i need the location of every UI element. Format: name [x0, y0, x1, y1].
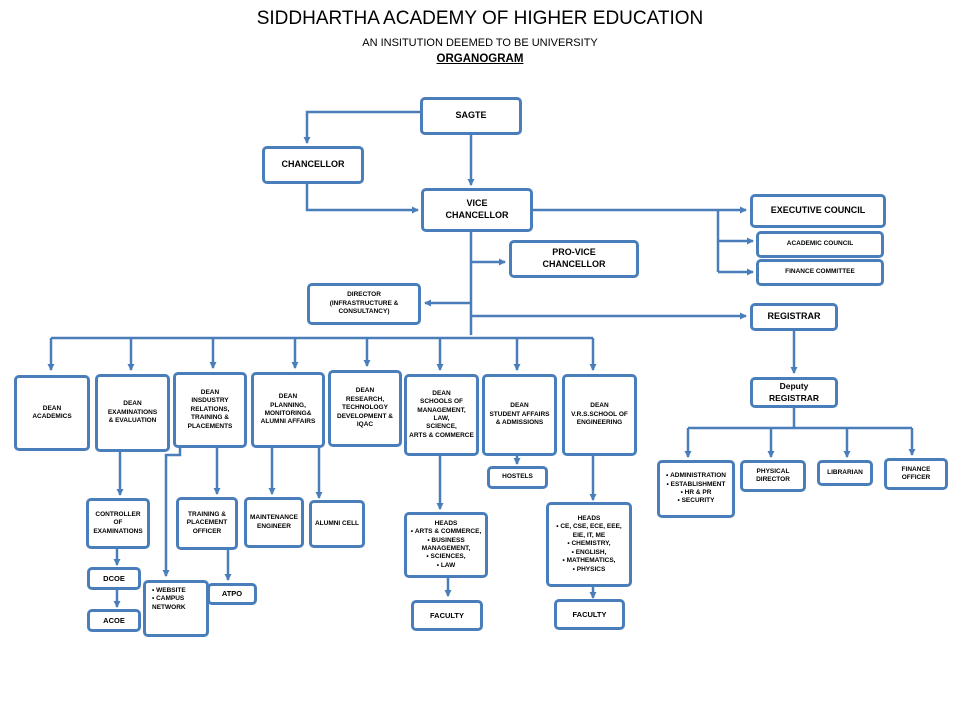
dean-schools-label: DEAN SCHOOLS OF MANAGEMENT, LAW, SCIENCE…	[409, 389, 474, 439]
vice-chancellor-label: VICE CHANCELLOR	[445, 198, 509, 220]
dean-examinations-label: DEAN EXAMINATIONS & EVALUATION	[107, 400, 158, 425]
dean-student-affairs-box: DEAN STUDENT AFFAIRS & ADMISSIONS	[482, 374, 557, 456]
page-title: SIDDHARTHA ACADEMY OF HIGHER EDUCATION	[256, 8, 704, 29]
sagte-label: SAGTE	[455, 110, 487, 121]
administration-item: SECURITY	[666, 497, 726, 505]
registrar-label: REGISTRAR	[767, 311, 821, 322]
campus-network-item: CAMPUS NETWORK	[152, 595, 202, 612]
heads-engineering-box: HEADS CE, CSE, ECE, EEE, EIE, IT, ME CHE…	[546, 502, 632, 587]
faculty-engineering-box: FACULTY	[554, 599, 625, 630]
pro-vice-chancellor-box: PRO-VICE CHANCELLOR	[509, 240, 639, 278]
website-network-list: WEBSITE CAMPUS NETWORK	[152, 587, 202, 612]
administration-box: ADMINISTRATION ESTABLISHMENT HR & PR SEC…	[657, 460, 735, 518]
acoe-box: ACOE	[87, 609, 141, 632]
dean-vrs-engineering-box: DEAN V.R.S.SCHOOL OF ENGINEERING	[562, 374, 637, 456]
heads-schools-list: ARTS & COMMERCE, BUSINESS MANAGEMENT, SC…	[409, 528, 483, 570]
heads-engineering-departments: CE, CSE, ECE, EEE, EIE, IT, ME	[556, 523, 621, 540]
vice-chancellor-box: VICE CHANCELLOR	[421, 188, 533, 232]
dean-planning-box: DEAN PLANNING, MONITORING& ALUMNI AFFAIR…	[251, 372, 325, 448]
dean-examinations-box: DEAN EXAMINATIONS & EVALUATION	[95, 374, 170, 452]
dean-academics-label: DEAN ACADEMICS	[32, 404, 72, 420]
heads-schools-item: SCIENCES,	[409, 553, 483, 561]
heads-schools-item: BUSINESS MANAGEMENT,	[409, 537, 483, 554]
website-network-box: WEBSITE CAMPUS NETWORK	[143, 580, 209, 637]
finance-officer-label: FINANCE OFFICER	[901, 465, 931, 481]
training-placement-officer-box: TRAINING & PLACEMENT OFFICER	[176, 497, 238, 550]
page-subtitle: AN INSITUTION DEEMED TO BE UNIVERSITY	[362, 37, 598, 49]
pro-vice-chancellor-label: PRO-VICE CHANCELLOR	[542, 247, 606, 269]
dcoe-box: DCOE	[87, 567, 141, 590]
sagte-box: SAGTE	[420, 97, 522, 135]
administration-item: HR & PR	[666, 489, 726, 497]
heads-schools-item: LAW	[409, 562, 483, 570]
website-item: WEBSITE	[152, 587, 202, 595]
executive-council-label: EXECUTIVE COUNCIL	[770, 205, 866, 216]
deputy-registrar-box: Deputy REGISTRAR	[750, 377, 838, 408]
chancellor-box: CHANCELLOR	[262, 146, 364, 184]
heads-engineering-list: CE, CSE, ECE, EEE, EIE, IT, ME CHEMISTRY…	[556, 523, 622, 574]
atpo-label: ATPO	[221, 589, 243, 599]
acoe-label: ACOE	[103, 615, 125, 625]
faculty-engineering-label: FACULTY	[572, 609, 607, 619]
physical-director-label: PHYSICAL DIRECTOR	[756, 467, 790, 483]
dean-industry-relations-label: DEAN INSDUSTRY RELATIONS, TRAINING & PLA…	[187, 388, 233, 430]
heads-engineering-title: HEADS	[577, 514, 601, 522]
heads-engineering-item: PHYSICS	[556, 566, 622, 574]
atpo-box: ATPO	[207, 583, 257, 605]
alumni-cell-box: ALUMNI CELL	[309, 500, 365, 548]
physical-director-box: PHYSICAL DIRECTOR	[740, 460, 806, 492]
administration-list: ADMINISTRATION ESTABLISHMENT HR & PR SEC…	[666, 472, 726, 506]
dean-academics-box: DEAN ACADEMICS	[14, 375, 90, 451]
dean-research-label: DEAN RESEARCH, TECHNOLOGY DEVELOPMENT & …	[337, 387, 393, 429]
heads-engineering-item: CHEMISTRY,	[556, 540, 622, 548]
academic-council-label: ACADEMIC COUNCIL	[786, 240, 854, 248]
registrar-box: REGISTRAR	[750, 303, 838, 331]
controller-of-examinations-box: CONTROLLER OF EXAMINATIONS	[86, 498, 150, 549]
heads-engineering-item: ENGLISH,	[556, 549, 622, 557]
maintenance-engineer-box: MAINTENANCE ENGINEER	[244, 497, 304, 548]
organogram-label: ORGANOGRAM	[436, 53, 524, 65]
dean-industry-relations-box: DEAN INSDUSTRY RELATIONS, TRAINING & PLA…	[173, 372, 247, 448]
finance-committee-box: FINANCE COMMITTEE	[756, 259, 884, 286]
dcoe-label: DCOE	[103, 573, 125, 583]
executive-council-box: EXECUTIVE COUNCIL	[750, 194, 886, 228]
administration-item: ADMINISTRATION	[666, 472, 726, 480]
faculty-schools-label: FACULTY	[429, 610, 465, 620]
director-infrastructure-label: DIRECTOR (INFRASTRUCTURE & CONSULTANCY)	[329, 291, 399, 316]
dean-schools-box: DEAN SCHOOLS OF MANAGEMENT, LAW, SCIENCE…	[404, 374, 479, 456]
maintenance-engineer-label: MAINTENANCE ENGINEER	[249, 514, 299, 530]
dean-vrs-engineering-label: DEAN V.R.S.SCHOOL OF ENGINEERING	[571, 402, 628, 427]
hostels-label: HOSTELS	[502, 473, 533, 481]
faculty-schools-box: FACULTY	[411, 600, 483, 631]
finance-officer-box: FINANCE OFFICER	[884, 458, 948, 490]
heads-engineering-item: MATHEMATICS,	[556, 557, 622, 565]
heads-schools-box: HEADS ARTS & COMMERCE, BUSINESS MANAGEME…	[404, 512, 488, 578]
heads-schools-item: ARTS & COMMERCE,	[409, 528, 483, 536]
dean-research-box: DEAN RESEARCH, TECHNOLOGY DEVELOPMENT & …	[328, 370, 402, 447]
director-infrastructure-box: DIRECTOR (INFRASTRUCTURE & CONSULTANCY)	[307, 283, 421, 325]
finance-committee-label: FINANCE COMMITTEE	[785, 268, 855, 276]
heads-schools-title: HEADS	[434, 519, 458, 527]
deputy-registrar-label: Deputy REGISTRAR	[768, 381, 820, 403]
chancellor-label: CHANCELLOR	[281, 159, 345, 170]
administration-item: ESTABLISHMENT	[666, 481, 726, 489]
academic-council-box: ACADEMIC COUNCIL	[756, 231, 884, 258]
librarian-box: LIBRARIAN	[817, 460, 873, 486]
dean-student-affairs-label: DEAN STUDENT AFFAIRS & ADMISSIONS	[489, 402, 550, 427]
controller-of-examinations-label: CONTROLLER OF EXAMINATIONS	[93, 510, 143, 535]
alumni-cell-label: ALUMNI CELL	[314, 519, 360, 527]
dean-planning-label: DEAN PLANNING, MONITORING& ALUMNI AFFAIR…	[260, 393, 316, 426]
hostels-box: HOSTELS	[487, 466, 548, 489]
librarian-label: LIBRARIAN	[827, 468, 863, 476]
training-placement-officer-label: TRAINING & PLACEMENT OFFICER	[186, 510, 228, 535]
